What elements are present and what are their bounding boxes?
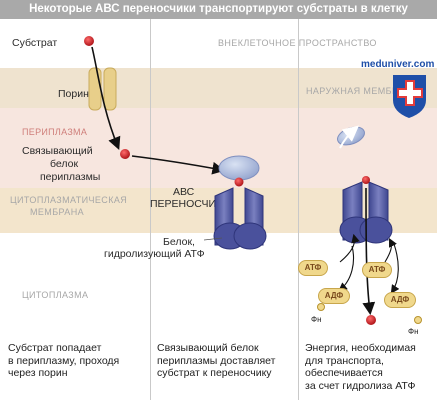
zone-extracellular: ВНЕКЛЕТОЧНОЕ ПРОСТРАНСТВО: [218, 38, 377, 48]
diagram-title: Некоторые АВС переносчики транспортируют…: [0, 0, 437, 19]
abc-transporter-icon-2: [339, 176, 393, 244]
zone-cytoplasmic-membrane-line2: МЕМБРАНА: [30, 207, 85, 217]
zone-outer-membrane: НАРУЖНАЯ МЕМБРАНА: [306, 86, 418, 96]
periplasm-band: [0, 108, 437, 188]
zone-cytoplasmic-membrane-line1: ЦИТОПЛАЗМАТИЧЕСКАЯ: [10, 195, 128, 205]
arrow-adp-right: [390, 243, 400, 294]
substrate-dot-1: [84, 36, 94, 46]
label-binding-protein-2: белок: [50, 158, 79, 170]
label-pi-right: Фн: [408, 327, 419, 336]
chip-adp-right: АДФ: [384, 292, 416, 308]
arrow-to-transporter: [131, 155, 226, 175]
pointer-atpase: [203, 237, 223, 241]
caption-step3-line3: обеспечивается: [305, 367, 383, 379]
abc-transporter-icon-1: [213, 155, 267, 250]
caption-step1-line1: Субстрат попадает: [8, 342, 102, 354]
outer-membrane-band: [0, 68, 437, 108]
arrow-through-porin: [91, 46, 121, 150]
label-atpase-1: Белок,: [163, 236, 195, 248]
label-atpase-2: гидролизующий АТФ: [104, 248, 205, 260]
arrow-binding-protein-away: [339, 125, 360, 149]
caption-step3-line1: Энергия, необходимая: [305, 342, 416, 354]
label-binding-protein-3: периплазмы: [40, 171, 101, 183]
phosphate-dot-right: [414, 316, 422, 324]
site-brand: meduniver.com: [361, 59, 435, 70]
label-pi-left: Фн: [311, 315, 322, 324]
caption-step1: Субстрат попадает в периплазму, проходя …: [8, 342, 119, 380]
caption-step2-line3: субстрат к переносчику: [157, 367, 272, 379]
caption-step1-line2: в периплазму, проходя: [8, 354, 120, 367]
chip-atp-right: АТФ: [362, 262, 392, 278]
caption-step3: Энергия, необходимая для транспорта, обе…: [305, 342, 416, 392]
chip-atp-left: АТФ: [298, 260, 328, 276]
arrow-adp-left: [338, 245, 355, 292]
caption-step2: Связывающий белок периплазмы доставляет …: [157, 342, 275, 380]
arrow-substrate-into-cell: [362, 187, 376, 316]
caption-step2-line1: Связывающий белок: [157, 342, 259, 354]
phosphate-dot-left: [317, 303, 325, 311]
porin-icon: [88, 67, 117, 111]
arrow-atp-right: [384, 238, 397, 263]
meduniver-logo: [393, 75, 426, 118]
label-abc-1: АВС: [173, 186, 195, 198]
panel-divider-1: [150, 19, 151, 400]
label-porin: Порин: [58, 88, 89, 100]
caption-step3-line2: для транспорта,: [305, 354, 384, 367]
label-abc-2: ПЕРЕНОСЧИК: [150, 198, 223, 210]
caption-step2-line2: периплазмы доставляет: [157, 354, 276, 367]
substrate-dot-3: [366, 315, 376, 325]
zone-cytoplasm: ЦИТОПЛАЗМА: [22, 290, 89, 300]
zone-periplasm: ПЕРИПЛАЗМА: [22, 127, 88, 137]
caption-step1-line3: через порин: [8, 367, 68, 379]
caption-step3-line4: за счет гидролиза АТФ: [305, 379, 416, 392]
binding-protein-released: [337, 126, 365, 146]
substrate-dot-2: [120, 149, 130, 159]
panel-divider-2: [298, 19, 299, 400]
chip-adp-left: АДФ: [318, 288, 350, 304]
label-substrate: Субстрат: [12, 37, 58, 49]
label-binding-protein-1: Связывающий: [22, 145, 93, 157]
